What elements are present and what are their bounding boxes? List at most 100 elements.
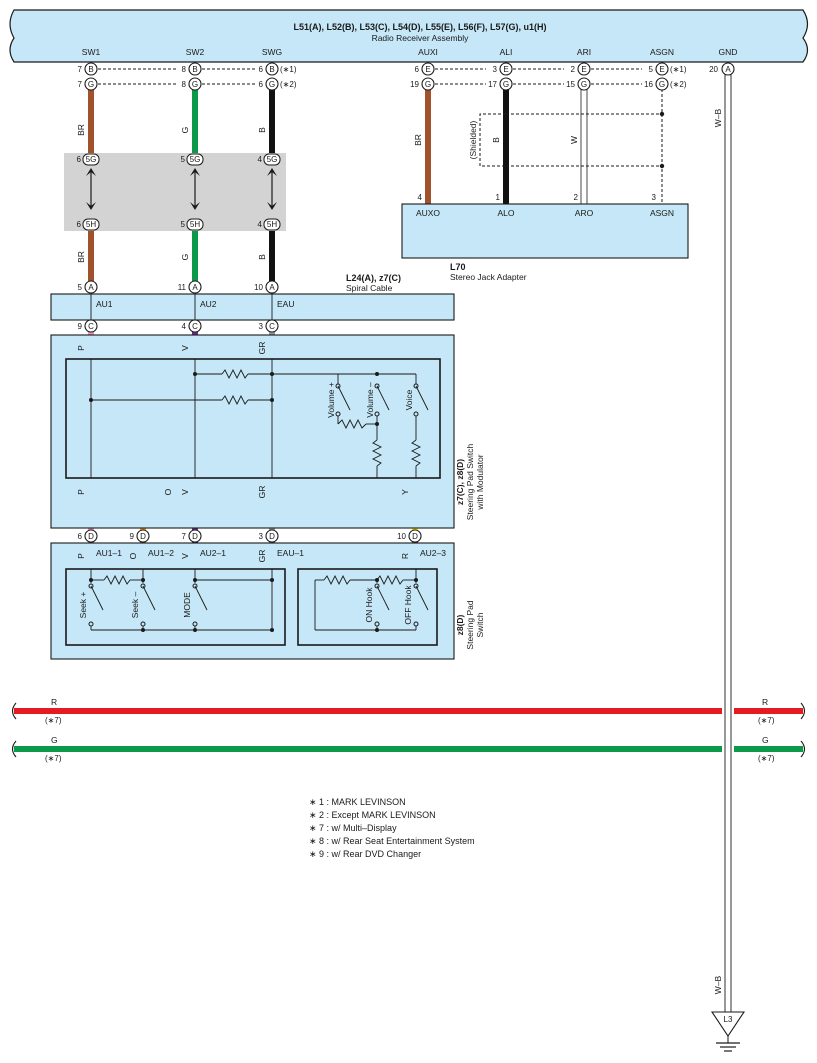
label-voice: Voice (404, 389, 414, 410)
pin-asgn-r1 (655, 62, 669, 76)
label-wire-p3: P (76, 553, 86, 559)
pin-swg-r1-num: 6 (259, 65, 264, 74)
pin-ari-r1-num: 2 (571, 65, 576, 74)
pin-auxi-r1 (421, 62, 435, 76)
bus-g-right (734, 746, 803, 752)
label-wire-sw2-lower: G (180, 254, 190, 261)
pin-swg-r2-letter: G (269, 80, 275, 89)
radio-receiver-box (9, 9, 809, 63)
pin-ali-r1 (499, 62, 513, 76)
pin-asgn-r2-note: (∗2) (670, 80, 687, 89)
pin-sw1-r1-num: 7 (78, 65, 83, 74)
label-on-hook: ON Hook (364, 587, 374, 623)
junction-bottom-3-code: 5H (267, 220, 277, 229)
junction-top-2-code: 5G (190, 155, 201, 164)
pin-gnd-letter: A (725, 65, 731, 74)
pad-inner-left (65, 568, 286, 646)
modulator-line3: with Modulator (475, 454, 485, 510)
shield-node-top (659, 111, 665, 117)
label-wire-auxi: BR (413, 134, 423, 146)
mod-pin-2 (136, 529, 150, 543)
junction-bottom-2 (186, 218, 204, 231)
spiral-top-1 (84, 280, 98, 294)
spiral-box (50, 293, 455, 321)
spiral-top-1-letter: A (88, 283, 94, 292)
label-wire-v1: V (180, 345, 190, 351)
pin-auxi-r2-num: 19 (410, 80, 419, 89)
stereo-jack-name: Stereo Jack Adapter (450, 272, 527, 282)
pin-asgn-r2-num: 16 (644, 80, 653, 89)
mod-pin-4-letter: D (269, 532, 275, 541)
junction-bottom-2-code: 5H (190, 220, 200, 229)
bus-r-right (734, 708, 803, 714)
label-off-hook: OFF Hook (403, 585, 413, 625)
jack-pin-auxo: AUXO (416, 208, 440, 218)
pad-label-au1-1: AU1–1 (96, 548, 122, 558)
ground-point: W–B L3 (710, 975, 746, 1052)
pad-inner-right (297, 568, 438, 646)
junction-top-3 (263, 153, 281, 166)
label-wire-gr1: GR (257, 342, 267, 355)
wire-swg-b-lower (269, 231, 275, 281)
label-wire-ari: W (569, 136, 579, 144)
pin-ali-r1-letter: E (503, 65, 508, 74)
pin-ali-r1-num: 3 (493, 65, 498, 74)
modulator-inner-box (65, 358, 441, 479)
switch-volume-minus (376, 385, 390, 411)
junction-top-1-num: 6 (77, 155, 82, 164)
mod-pin-3-num: 7 (182, 532, 187, 541)
label-wire-v2: V (180, 489, 190, 495)
ground-label: L3 (724, 1015, 733, 1024)
note-1: ∗ 1 : MARK LEVINSON (309, 797, 406, 807)
pin-sw1-r2 (84, 77, 98, 91)
pin-auxi-r1-letter: E (425, 65, 430, 74)
mod-pin-1 (84, 529, 98, 543)
label-wire-y2: Y (400, 489, 410, 495)
pin-gnd-num: 20 (709, 65, 718, 74)
spiral-subtitle: Spiral Cable (346, 283, 393, 293)
wire-sw1-br-lower (88, 231, 94, 281)
mod-pin-5-letter: D (412, 532, 418, 541)
label-wire-gr2: GR (257, 486, 267, 499)
pin-ari-r2-num: 15 (566, 80, 575, 89)
jack-pin-asgn: ASGN (650, 208, 674, 218)
bus-g-label-right: G (762, 735, 769, 745)
pin-asgn-r1-num: 5 (649, 65, 654, 74)
resistor-3 (337, 418, 367, 430)
bus-lines: R (∗7) R (∗7) G (∗7) G (∗7) (11, 697, 806, 763)
bus-g-note-right: (∗7) (758, 754, 775, 763)
label-shielded: (Shielded) (468, 120, 478, 159)
mod-pin-4 (265, 529, 279, 543)
radio-receiver-assembly: L51(A), L52(B), L53(C), L54(D), L55(E), … (9, 9, 809, 63)
junction-top-2 (186, 153, 204, 166)
spiral-title: L24(A), z7(C) (346, 273, 401, 283)
label-wire-sw2: G (180, 127, 190, 134)
pad-title: z8(D) (455, 614, 465, 635)
label-wire-swg-lower: B (257, 254, 267, 260)
pad-label-au2-3: AU2–3 (420, 548, 446, 558)
pin-swg-r1 (265, 62, 279, 76)
junction-bottom-3 (263, 218, 281, 231)
mod-pin-4-num: 3 (259, 532, 264, 541)
ground-triangle (710, 1011, 746, 1037)
bus-r-label-left: R (51, 697, 57, 707)
stereo-jack-code: L70 (450, 262, 466, 272)
bus-g-label-left: G (51, 735, 58, 745)
pin-sw2-r1-letter: B (192, 65, 197, 74)
note-9: ∗ 9 : w/ Rear DVD Changer (309, 849, 421, 859)
switch-off-hook (415, 585, 429, 611)
pad-resistor-2 (323, 574, 351, 586)
pin-asgn-r2-letter: G (659, 80, 665, 89)
pin-auxi-r2-letter: G (425, 80, 431, 89)
pin-sw2-r2 (188, 77, 202, 91)
pin-ali-r2-letter: G (503, 80, 509, 89)
terminal-auxi: AUXI (418, 47, 438, 57)
spiral-bottom-2-letter: C (192, 322, 198, 331)
label-volume-plus: Volume + (326, 382, 336, 418)
spiral-top-3-letter: A (269, 283, 275, 292)
pin-sw2-r1-num: 8 (182, 65, 187, 74)
switch-volume-plus (337, 385, 351, 411)
mod-pin-2-num: 9 (130, 532, 135, 541)
label-wire-r3: R (400, 553, 410, 559)
spiral-bottom-1-num: 9 (78, 322, 83, 331)
